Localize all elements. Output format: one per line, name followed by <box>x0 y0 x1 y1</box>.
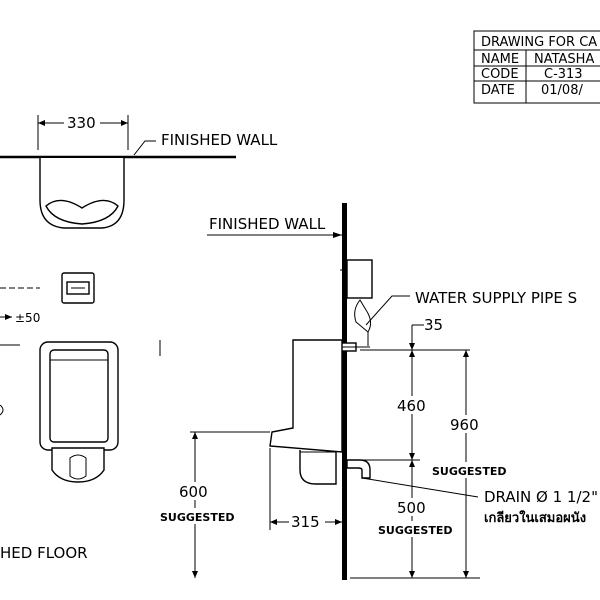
dim-960: 960 <box>450 416 479 434</box>
side-finished-wall-label: FINISHED WALL <box>209 215 326 233</box>
title-block-code-key: CODE <box>481 67 519 82</box>
front-view: ±50 HED FLOOR <box>0 272 161 562</box>
dim-460: 460 <box>397 397 426 415</box>
dim-35: 35 <box>424 316 443 334</box>
top-width-dim: 330 <box>67 114 96 132</box>
drain-note: เกลียวในเสมอผนัง <box>484 509 586 526</box>
dim-600: 600 <box>179 483 208 501</box>
urinal-plan-bowl <box>45 199 119 225</box>
title-block-name-key: NAME <box>481 52 519 67</box>
top-view: 330 FINISHED WALL <box>0 114 278 229</box>
title-block-date-key: DATE <box>481 83 515 98</box>
urinal-side-trap <box>299 450 337 485</box>
title-block: DRAWING FOR CA NAME NATASHA CODE C-313 D… <box>473 30 600 104</box>
urinal-side-body <box>269 339 343 453</box>
dim-600-note: SUGGESTED <box>160 511 235 524</box>
dim-315: 315 <box>291 513 320 531</box>
title-block-header: DRAWING FOR CA <box>481 35 597 50</box>
front-floor-label: HED FLOOR <box>0 544 88 562</box>
top-finished-wall-label: FINISHED WALL <box>161 131 278 149</box>
drain-label: DRAIN Ø 1 1/2" <box>484 488 598 506</box>
front-tolerance: ±50 <box>15 311 40 325</box>
supply-pipe-label: WATER SUPPLY PIPE S <box>415 289 577 307</box>
dim-500: 500 <box>397 499 426 517</box>
urinal-front-trap <box>51 447 105 483</box>
urinal-front-inner <box>49 349 109 443</box>
title-block-date-value: 01/08/ <box>541 83 583 98</box>
dim-960-note: SUGGESTED <box>432 465 507 478</box>
side-finished-wall <box>342 203 347 580</box>
side-view: FINISHED WALL WATER SUPPLY PIPE S 35 <box>158 203 598 580</box>
title-block-name-value: NATASHA <box>534 52 594 67</box>
dim-500-note: SUGGESTED <box>378 524 453 537</box>
supply-box <box>346 259 373 299</box>
title-block-code-value: C-313 <box>544 67 583 82</box>
drain-pipe <box>346 459 371 479</box>
